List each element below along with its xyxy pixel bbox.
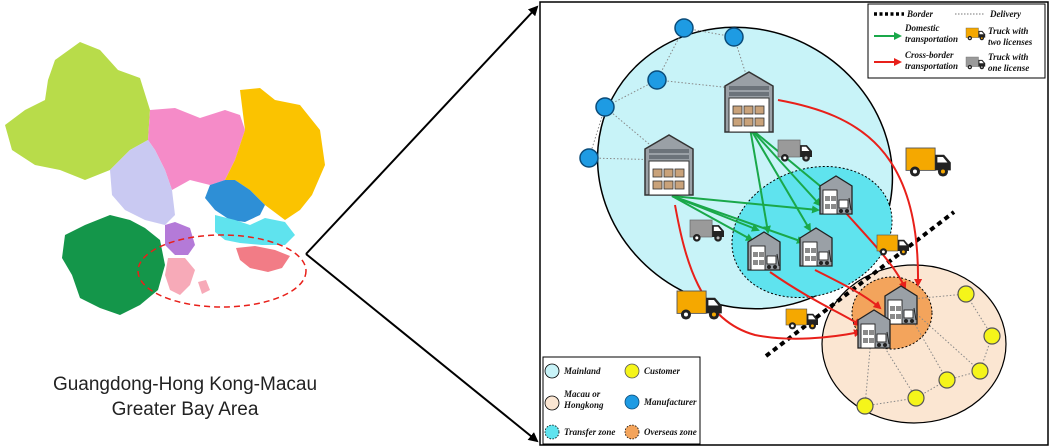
region-foshan (110, 140, 175, 225)
legend-transfer-label: Transfer zone (564, 427, 615, 437)
legend-delivery-label: Delivery (989, 9, 1022, 19)
manufacturer-node (647, 70, 667, 90)
cross-border-transportation-arrows (674, 99, 923, 340)
customer-node (938, 371, 956, 389)
legend-border-label: Border (906, 9, 934, 19)
region-zhuhai (165, 258, 195, 295)
manufacturer-nodes (579, 18, 744, 168)
greater-bay-area-map (5, 42, 325, 315)
region-guangzhou (148, 108, 245, 190)
map-caption-line2: Greater Bay Area (111, 399, 259, 420)
map-caption: Guangdong-Hong Kong-Macau Greater Bay Ar… (40, 372, 330, 422)
manufacturer-node (595, 97, 615, 117)
region-huizhou (225, 88, 325, 220)
customer-nodes (856, 285, 1001, 415)
legend-mainland-label: Mainland (563, 366, 601, 376)
legend-truck-one-label-2: one license (988, 63, 1029, 73)
legend-customer-label: Customer (644, 366, 681, 376)
region-hongkong (236, 246, 290, 272)
map-caption-line1: Guangdong-Hong Kong-Macau (52, 374, 318, 395)
legend-bottom: Mainland Customer Macau or Hongkong Manu… (542, 356, 701, 445)
legend-macau-label: Macau or (563, 389, 601, 399)
customer-node (907, 389, 925, 407)
zoom-line-top (305, 5, 539, 255)
customer-node (856, 397, 874, 415)
legend-top: Border Delivery Domestic transportation … (867, 3, 1046, 79)
legend-truck-one-label: Truck with (988, 52, 1028, 62)
highlight-ellipse (137, 234, 307, 308)
zoom-line-bottom (305, 253, 539, 443)
legend-cross-border-label: Cross-border (905, 50, 954, 60)
legend-manufacturer-label: Manufacturer (643, 397, 697, 407)
region-jiangmen (62, 215, 165, 315)
manufacturer-node (674, 18, 694, 38)
region-shenzhen (215, 215, 295, 245)
legend-domestic-label-2: transportation (905, 34, 958, 44)
customer-node (957, 285, 975, 303)
region-dongguan (205, 180, 265, 222)
legend-truck-two-label: Truck with (988, 26, 1028, 36)
warehouse-icon (724, 71, 774, 133)
legend-macau-label-2: Hongkong (563, 400, 604, 410)
legend-domestic-label: Domestic (904, 23, 940, 33)
domestic-transportation-arrows (671, 127, 827, 244)
border-line (764, 210, 956, 358)
manufacturer-node (579, 148, 599, 168)
customer-node (983, 327, 1001, 345)
region-macau (198, 280, 210, 294)
customer-node (971, 362, 989, 380)
region-zhongshan (165, 222, 195, 255)
warehouse-icon (644, 134, 694, 196)
manufacturer-node (724, 27, 744, 47)
legend-overseas-label: Overseas zone (644, 427, 697, 437)
region-zhaoqing (5, 42, 150, 180)
legend-truck-two-label-2: two licenses (988, 37, 1033, 47)
legend-cross-border-label-2: transportation (905, 61, 958, 71)
